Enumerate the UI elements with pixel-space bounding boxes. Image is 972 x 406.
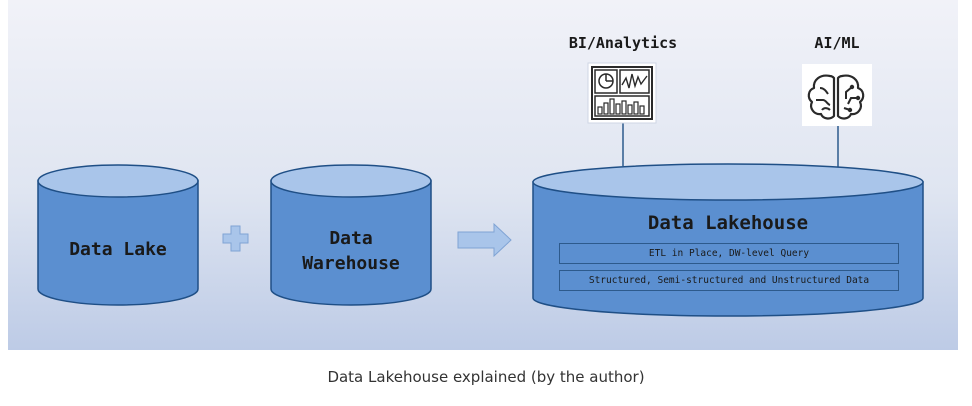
data-lakehouse-cylinder — [532, 163, 924, 317]
data-warehouse-label-line2: Warehouse — [302, 253, 400, 274]
dashboard-icon — [587, 62, 657, 124]
right-arrow-icon — [457, 222, 512, 258]
data-warehouse-cylinder — [270, 164, 432, 306]
bi-analytics-label: BI/Analytics — [568, 34, 678, 52]
data-lake-cylinder — [37, 164, 199, 306]
data-types-box: Structured, Semi-structured and Unstruct… — [559, 270, 899, 291]
plus-icon — [222, 225, 249, 252]
data-lake-label: Data Lake — [69, 239, 167, 260]
diagram-figure: Data Lake Data Warehouse Data Lakehouse … — [8, 0, 958, 350]
data-warehouse-label-line1: Data — [329, 228, 373, 249]
brain-icon — [802, 64, 872, 126]
diagram-canvas — [37, 62, 924, 317]
ai-ml-label: AI/ML — [814, 34, 860, 52]
etl-box: ETL in Place, DW-level Query — [559, 243, 899, 264]
data-lakehouse-title: Data Lakehouse — [647, 212, 809, 234]
figure-caption: Data Lakehouse explained (by the author) — [327, 368, 645, 386]
